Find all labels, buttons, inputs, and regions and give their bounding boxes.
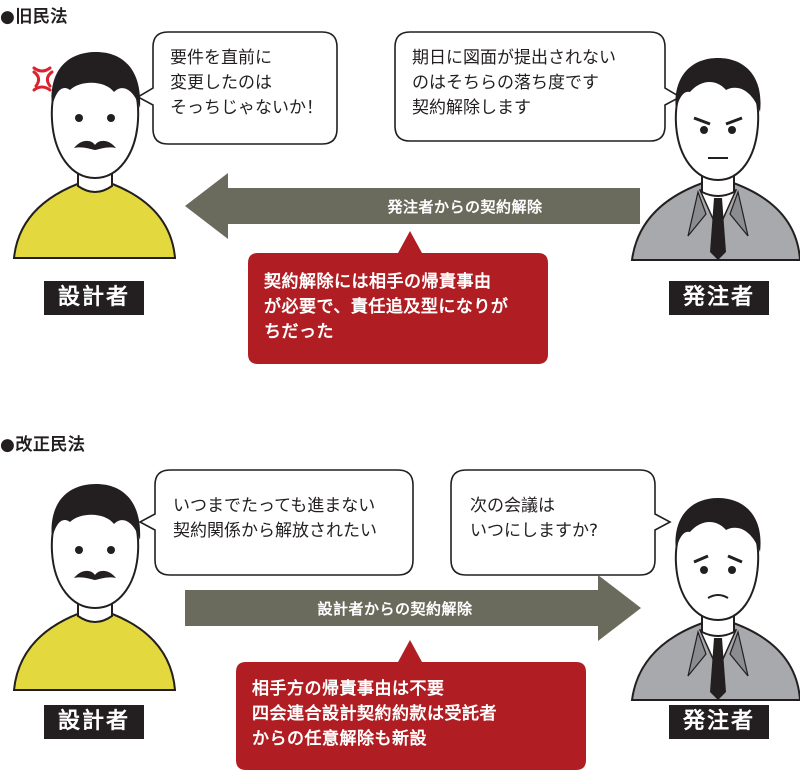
new-arrow [185,575,641,641]
old-designer-speech-bubble [136,31,338,145]
new-client-figure [630,498,800,701]
old-client-label: 発注者 [669,281,769,315]
new-note-text: 相手方の帰責事由は不要 四会連合設計契約約款は受託者 からの任意解除も新設 [252,679,497,749]
old-client-speech-bubble [394,31,682,142]
new-section-title: ●改正民法 [0,435,86,455]
old-arrow-label: 発注者からの契約解除 [387,198,543,216]
old-designer-figure [12,52,177,259]
new-designer-label: 設計者 [44,705,144,739]
old-note-box [248,231,548,364]
new-arrow-label: 設計者からの契約解除 [317,600,473,618]
old-section-title: ●旧民法 [0,7,68,27]
new-designer-figure [12,484,177,691]
old-arrow [185,173,640,239]
new-designer-speech-text: いつまでたっても進まない 契約関係から解放されたい [173,496,377,541]
new-client-speech-bubble [450,469,672,576]
new-client-speech-text: 次の会議は いつにしますか? [470,496,599,541]
old-client-speech-text: 期日に図面が提出されない のはそちらの落ち度です 契約解除します [412,48,616,118]
new-note-box [236,640,586,770]
old-note-text: 契約解除には相手の帰責事由 が必要で、責任追及型になりが ちだった [264,272,509,342]
old-client-figure [630,58,800,261]
new-designer-speech-bubble [138,469,414,576]
old-designer-speech-text: 要件を直前に 変更したのは そっちじゃないか！ [170,48,323,118]
anger-icon [32,66,54,92]
old-designer-label: 設計者 [44,281,144,315]
new-client-label: 発注者 [669,705,769,739]
